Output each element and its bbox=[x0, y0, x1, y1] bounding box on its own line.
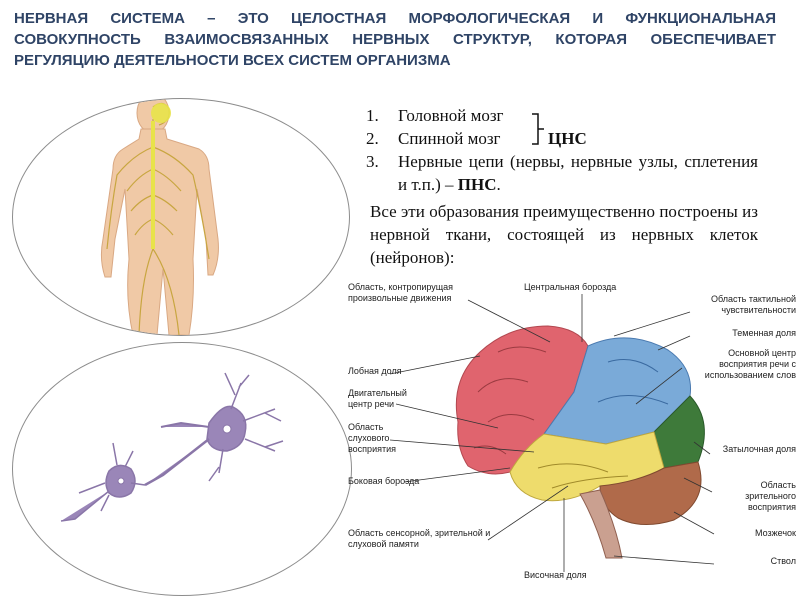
label-motor-area: Область, контропирущая произвольные движ… bbox=[348, 282, 478, 304]
label-central-sulcus: Центральная борозда bbox=[524, 282, 634, 293]
label-auditory-area: Область слухового восприятия bbox=[348, 422, 418, 455]
list-item: 3. Нервные цепи (нервы, нервные узлы, сп… bbox=[366, 150, 758, 196]
label-cerebellum: Мозжечок bbox=[708, 528, 796, 539]
slide-title: Нервная система – это целостная морфолог… bbox=[14, 8, 776, 71]
label-temporal-lobe: Височная доля bbox=[524, 570, 604, 581]
brain-diagram: Область, контропирущая произвольные движ… bbox=[338, 272, 800, 600]
nervous-system-figure-frame bbox=[12, 98, 350, 336]
label-brainstem: Ствол bbox=[708, 556, 796, 567]
label-tactile-area: Область тактильной чувствительности bbox=[668, 294, 796, 316]
human-nervous-system-illustration bbox=[13, 99, 349, 335]
list-item-text: Спинной мозг bbox=[398, 129, 501, 148]
label-parietal-lobe: Теменная доля bbox=[688, 328, 796, 339]
neuron-illustration-frame bbox=[12, 342, 352, 596]
cns-bracket bbox=[532, 112, 546, 146]
neuron-illustration bbox=[13, 343, 351, 595]
brain-highlight bbox=[151, 103, 171, 123]
pns-label: ПНС bbox=[458, 175, 497, 194]
label-frontal-lobe: Лобная доля bbox=[348, 366, 428, 377]
label-occipital-lobe: Затылочная доля bbox=[708, 444, 796, 455]
list-item: 1. Головной мозг bbox=[366, 104, 758, 127]
cns-label: ЦНС bbox=[548, 127, 587, 150]
list-item-text: Головной мозг bbox=[398, 106, 504, 125]
label-memory-area: Область сенсорной, зрительной и слуховой… bbox=[348, 528, 498, 550]
label-motor-speech: Двигательный центр речи bbox=[348, 388, 418, 410]
label-lateral-sulcus: Боковая борозда bbox=[348, 476, 438, 487]
list-item-text: Нервные цепи (нервы, нервные узлы, сплет… bbox=[398, 152, 758, 194]
neuron-paragraph: Все эти образования преимущественно пост… bbox=[370, 200, 758, 269]
label-visual-area: Область зрительного восприятия bbox=[708, 480, 796, 513]
label-speech-center: Основной центр восприятия речи с использ… bbox=[678, 348, 796, 381]
nervous-system-parts-list: 1. Головной мозг 2. Спинной мозг 3. Нерв… bbox=[366, 104, 758, 196]
